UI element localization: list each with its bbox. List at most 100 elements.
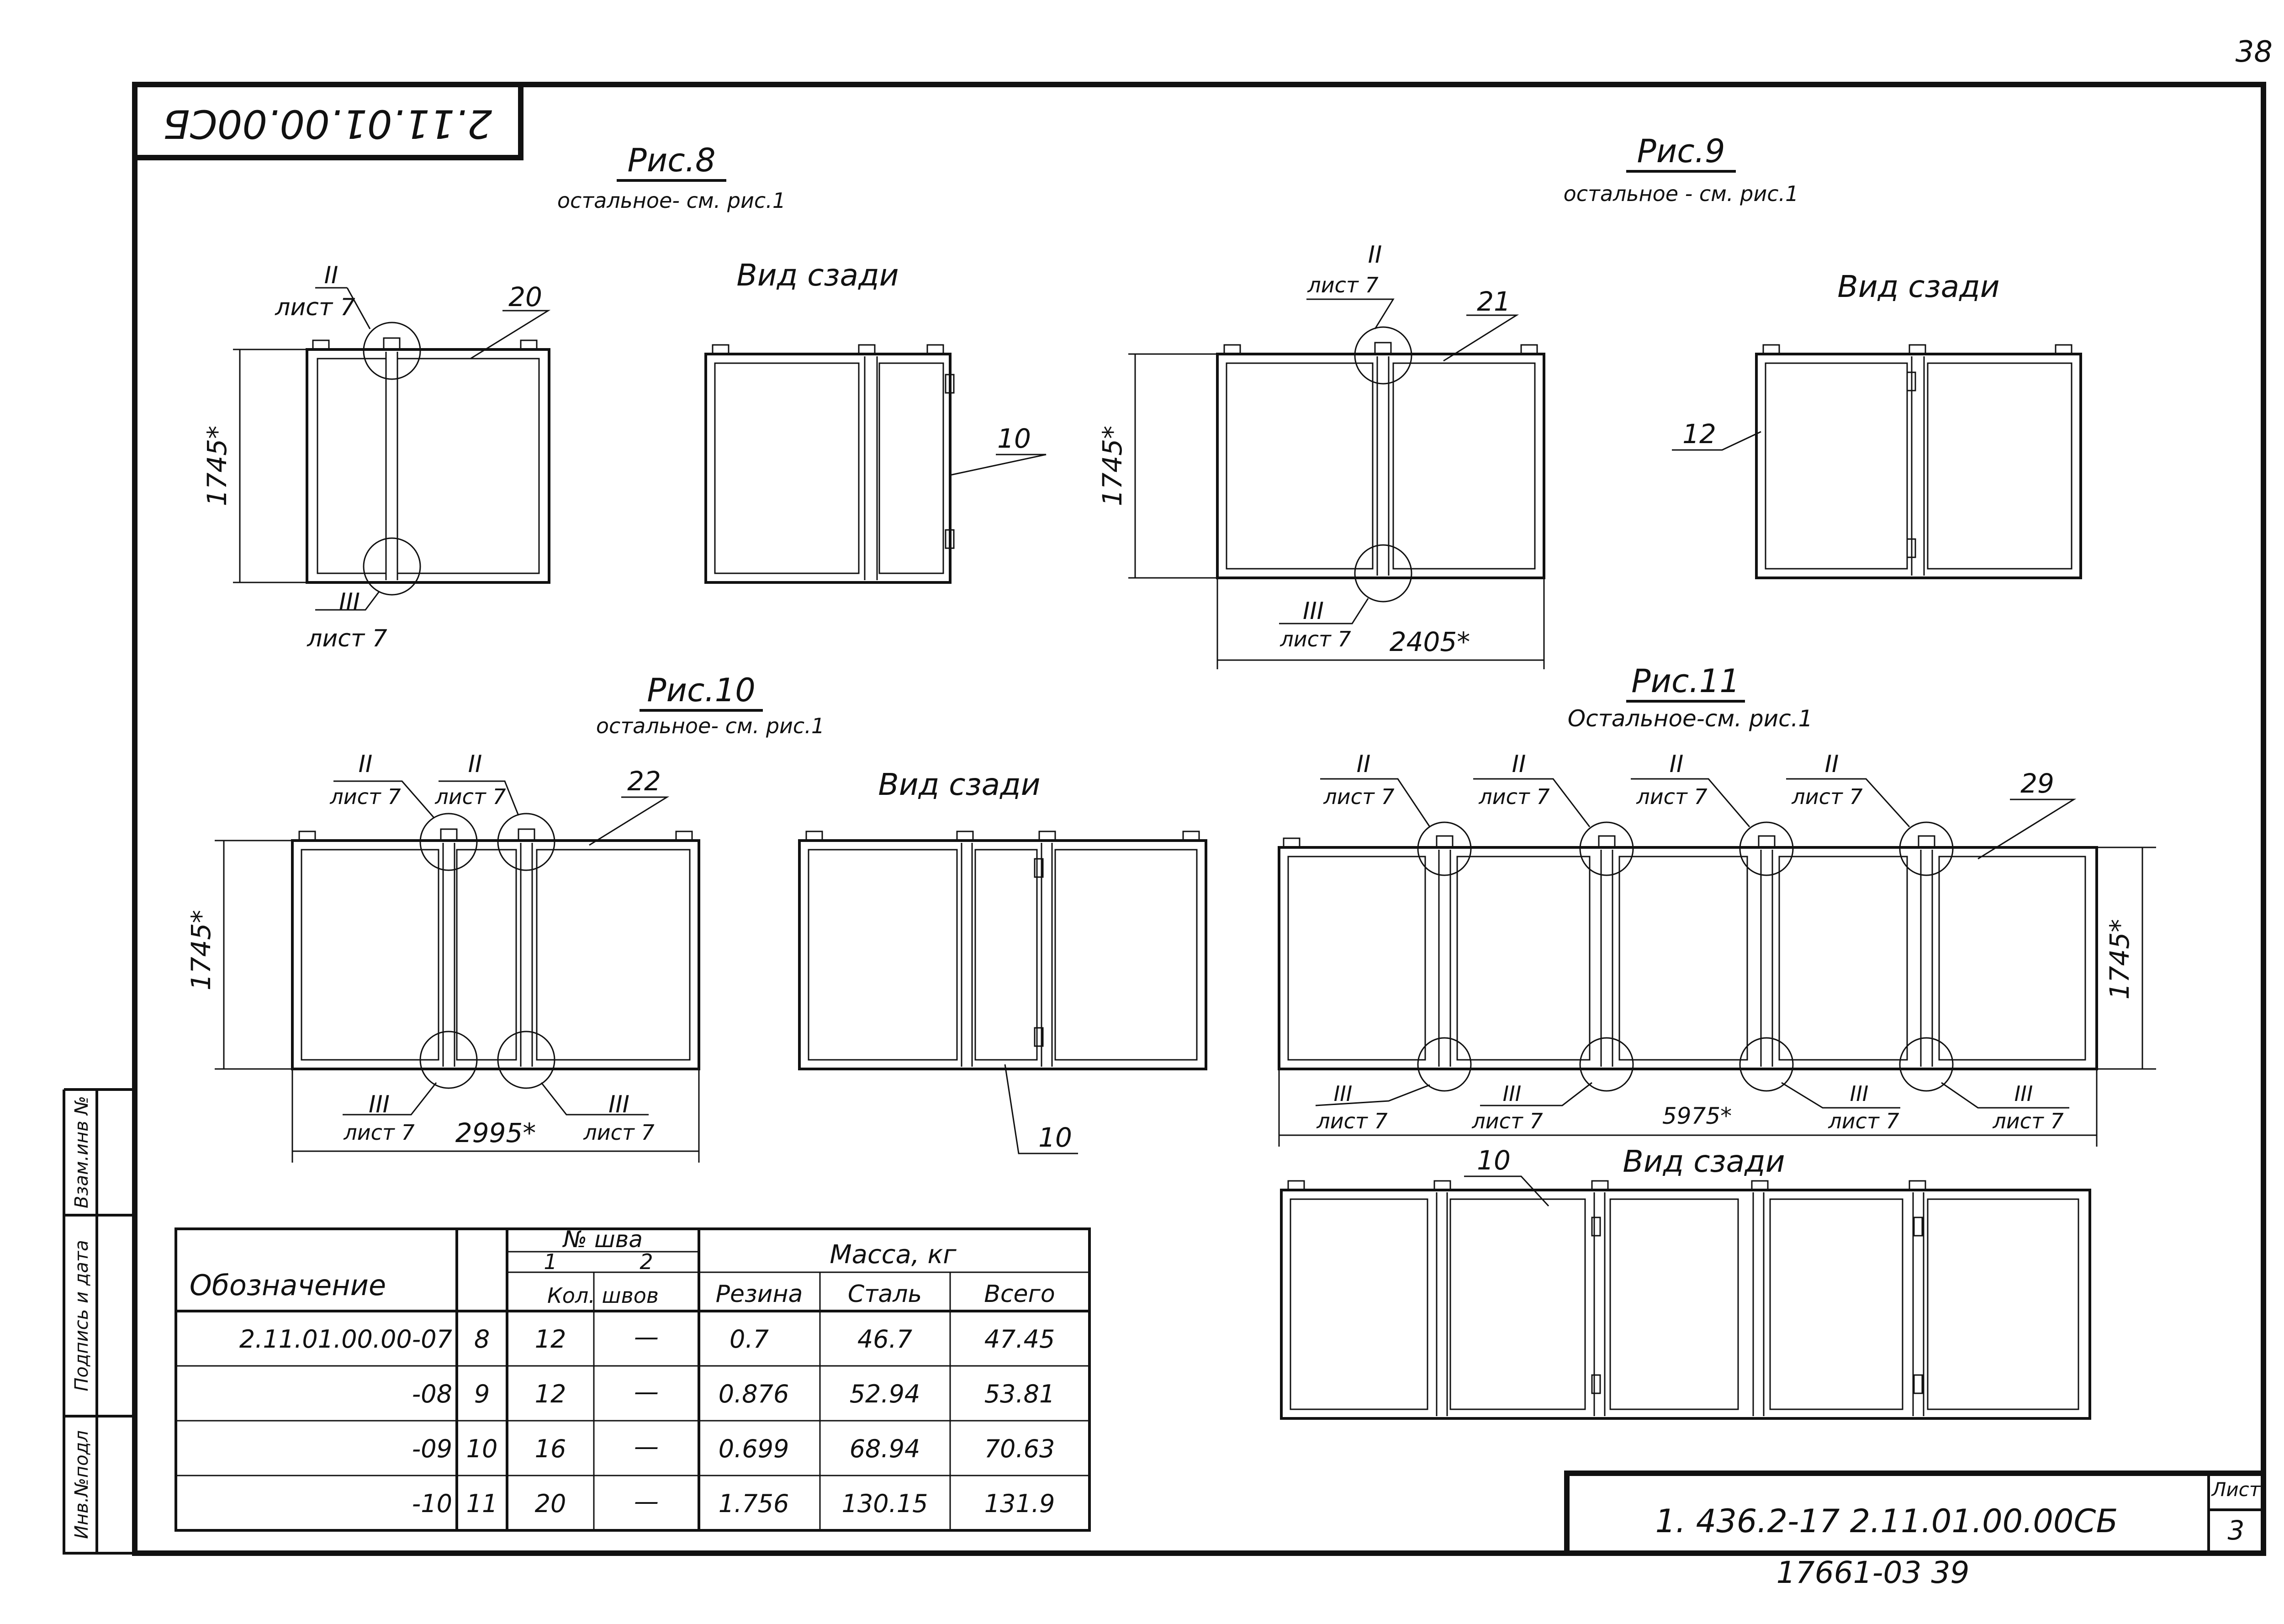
fig11-callout-circle-top-3 (1739, 821, 1794, 876)
fig10-rear-view: Вид сзади 10 (798, 767, 1207, 1154)
table-cell-rubber: 0.7 (730, 1325, 769, 1354)
fig10-rear-view-label: Вид сзади (878, 767, 1040, 802)
fig11-callout-circle-bottom-2 (1579, 1037, 1634, 1092)
fig8-subtitle: остальное- см. рис.1 (557, 188, 786, 213)
fig10-dim-width: 2995* (455, 1117, 536, 1148)
fig11-callout-top-sheet-1: лист 7 (1323, 784, 1394, 809)
fig11-callout-bottom-number-2: III (1503, 1081, 1522, 1106)
fig11-callout-circle-top-1 (1417, 821, 1472, 876)
table-cell-total: 131.9 (984, 1489, 1055, 1518)
table-header-weld-1: 1 (544, 1249, 557, 1274)
table-header-rubber: Резина (716, 1280, 803, 1308)
table-cell-weld2: — (634, 1322, 659, 1351)
table-cell-weld2: — (634, 1377, 659, 1406)
fig11-callout-top-number-1: II (1357, 751, 1371, 778)
table-header-designation: Обозначение (190, 1269, 386, 1302)
table-cell-steel: 68.94 (850, 1434, 920, 1463)
fig8-front-view: 1745* II лист 7 20 III лист 7 (201, 262, 551, 652)
fig11-callout-top-number-2: II (1512, 751, 1526, 778)
figure-8: Рис.8 остальное- см. рис.1 1745* II лист… (201, 142, 1047, 652)
table-header-steel: Сталь (848, 1280, 922, 1308)
archive-number: 17661-03 39 (1776, 1555, 1970, 1590)
fig9-dim-width: 2405* (1390, 626, 1470, 657)
table-cell-designation: -09 (412, 1434, 452, 1463)
table-cell-rubber: 0.699 (719, 1434, 789, 1463)
fig8-position-rear: 10 (997, 423, 1031, 454)
table-cell-fig: 9 (474, 1380, 490, 1408)
fig10-callout-bottom-number-1: III (369, 1091, 390, 1118)
fig11-callout-top-sheet-2: лист 7 (1478, 784, 1549, 809)
table-cell-total: 70.63 (984, 1434, 1055, 1463)
table-cell-steel: 52.94 (850, 1380, 920, 1408)
fig11-position-front: 29 (2020, 768, 2054, 799)
fig10-callout-circle-bottom-2 (497, 1031, 555, 1089)
fig11-callout-top-sheet-4: лист 7 (1791, 784, 1862, 809)
fig11-title: Рис.11 (1631, 662, 1740, 700)
fig8-rear-view-label: Вид сзади (736, 258, 899, 293)
fig11-callout-top-number-4: II (1825, 751, 1839, 778)
fig11-rear-view-label: Вид сзади (1623, 1144, 1785, 1179)
fig11-callout-bottom-sheet-2: лист 7 (1471, 1109, 1543, 1133)
table-cell-rubber: 1.756 (719, 1489, 789, 1518)
fig10-callout-circle-top-2 (497, 813, 555, 871)
side-stamp-inv: Инв.№подл (71, 1430, 92, 1539)
sheet-frame (132, 82, 2266, 1556)
fig10-callout-bottom-number-2: III (608, 1091, 629, 1118)
table-row: -09 10 16 — 0.699 68.94 70.63 (412, 1432, 1055, 1463)
table-cell-steel: 46.7 (857, 1325, 912, 1354)
fig9-rear-view-label: Вид сзади (1837, 269, 1999, 304)
sheet-corner-number: 38 (2236, 35, 2273, 69)
fig9-title: Рис.9 (1637, 132, 1725, 170)
fig9-dim-height: 1745* (1097, 426, 1128, 507)
fig9-callout-circle-bottom (1354, 544, 1412, 603)
fig9-subtitle: остальное - см. рис.1 (1564, 181, 1799, 206)
fig9-callout-bottom-sheet: лист 7 (1279, 627, 1351, 651)
table-header-mass: Масса, кг (830, 1240, 957, 1270)
fig10-position-front: 22 (627, 766, 661, 797)
fig10-dim-height: 1745* (185, 910, 217, 991)
fig8-callout-circle-top (363, 322, 421, 380)
table-cell-weld1: 16 (535, 1434, 566, 1463)
fig10-callout-bottom-sheet-2: лист 7 (583, 1120, 654, 1145)
title-block-sheet-number: 3 (2228, 1515, 2245, 1546)
title-block-sheet-label: Лист (2211, 1478, 2261, 1501)
table-cell-designation: 2.11.01.00.00-07 (239, 1325, 452, 1354)
title-block: 1. 436.2-17 2.11.01.00.00СБ Лист 3 17661… (1564, 1471, 2263, 1590)
table-row: -08 9 12 — 0.876 52.94 53.81 (412, 1377, 1055, 1408)
fig8-title: Рис.8 (628, 142, 716, 179)
fig11-position-rear: 10 (1477, 1145, 1511, 1176)
table-cell-total: 47.45 (984, 1325, 1055, 1354)
table-header-weld: № шва (562, 1226, 643, 1253)
fig11-callout-circle-bottom-3 (1739, 1037, 1794, 1092)
table-cell-steel: 130.15 (842, 1489, 928, 1518)
fig8-position-front: 20 (508, 281, 542, 312)
fig11-callout-circle-bottom-1 (1417, 1037, 1472, 1092)
fig9-position-rear: 12 (1682, 418, 1716, 450)
fig11-callout-top-number-3: II (1670, 751, 1684, 778)
fig11-callout-circle-top-4 (1899, 821, 1954, 876)
figure-10: Рис.10 остальное- см. рис.1 1745* 2995* … (185, 672, 1207, 1163)
table-cell-fig: 8 (474, 1325, 490, 1354)
fig11-callout-bottom-number-4: III (2014, 1081, 2033, 1106)
fig10-callout-top-sheet-1: лист 7 (329, 784, 401, 809)
rotated-stamp: 2.11.01.00.00СБ (132, 85, 523, 160)
fig9-position-front: 21 (1477, 286, 1511, 317)
table-row: 2.11.01.00.00-07 8 12 — 0.7 46.7 47.45 (239, 1322, 1055, 1354)
table-header-weld-count: Кол. швов (547, 1283, 659, 1308)
fig8-callout-bottom-number: III (339, 588, 360, 616)
side-stamp-replace: Взам.инв № (71, 1096, 92, 1208)
table-header-weld-2: 2 (640, 1249, 653, 1274)
fig11-callout-bottom-sheet-1: лист 7 (1316, 1109, 1387, 1133)
fig10-subtitle: остальное- см. рис.1 (596, 714, 825, 738)
rotated-stamp-code: 2.11.01.00.00СБ (163, 101, 492, 147)
fig10-callout-top-sheet-2: лист 7 (434, 784, 506, 809)
fig11-subtitle: Остальное-см. рис.1 (1568, 705, 1813, 732)
table-cell-weld1: 12 (535, 1325, 566, 1354)
table-cell-weld2: — (634, 1487, 659, 1516)
fig9-front-view: 1745* 2405* II лист 7 21 III лист 7 (1097, 241, 1545, 669)
fig11-callout-circle-bottom-4 (1899, 1037, 1954, 1092)
table-row: -10 11 20 — 1.756 130.15 131.9 (412, 1487, 1055, 1518)
table-cell-designation: -10 (412, 1489, 452, 1518)
fig11-dim-width: 5975* (1662, 1103, 1732, 1129)
